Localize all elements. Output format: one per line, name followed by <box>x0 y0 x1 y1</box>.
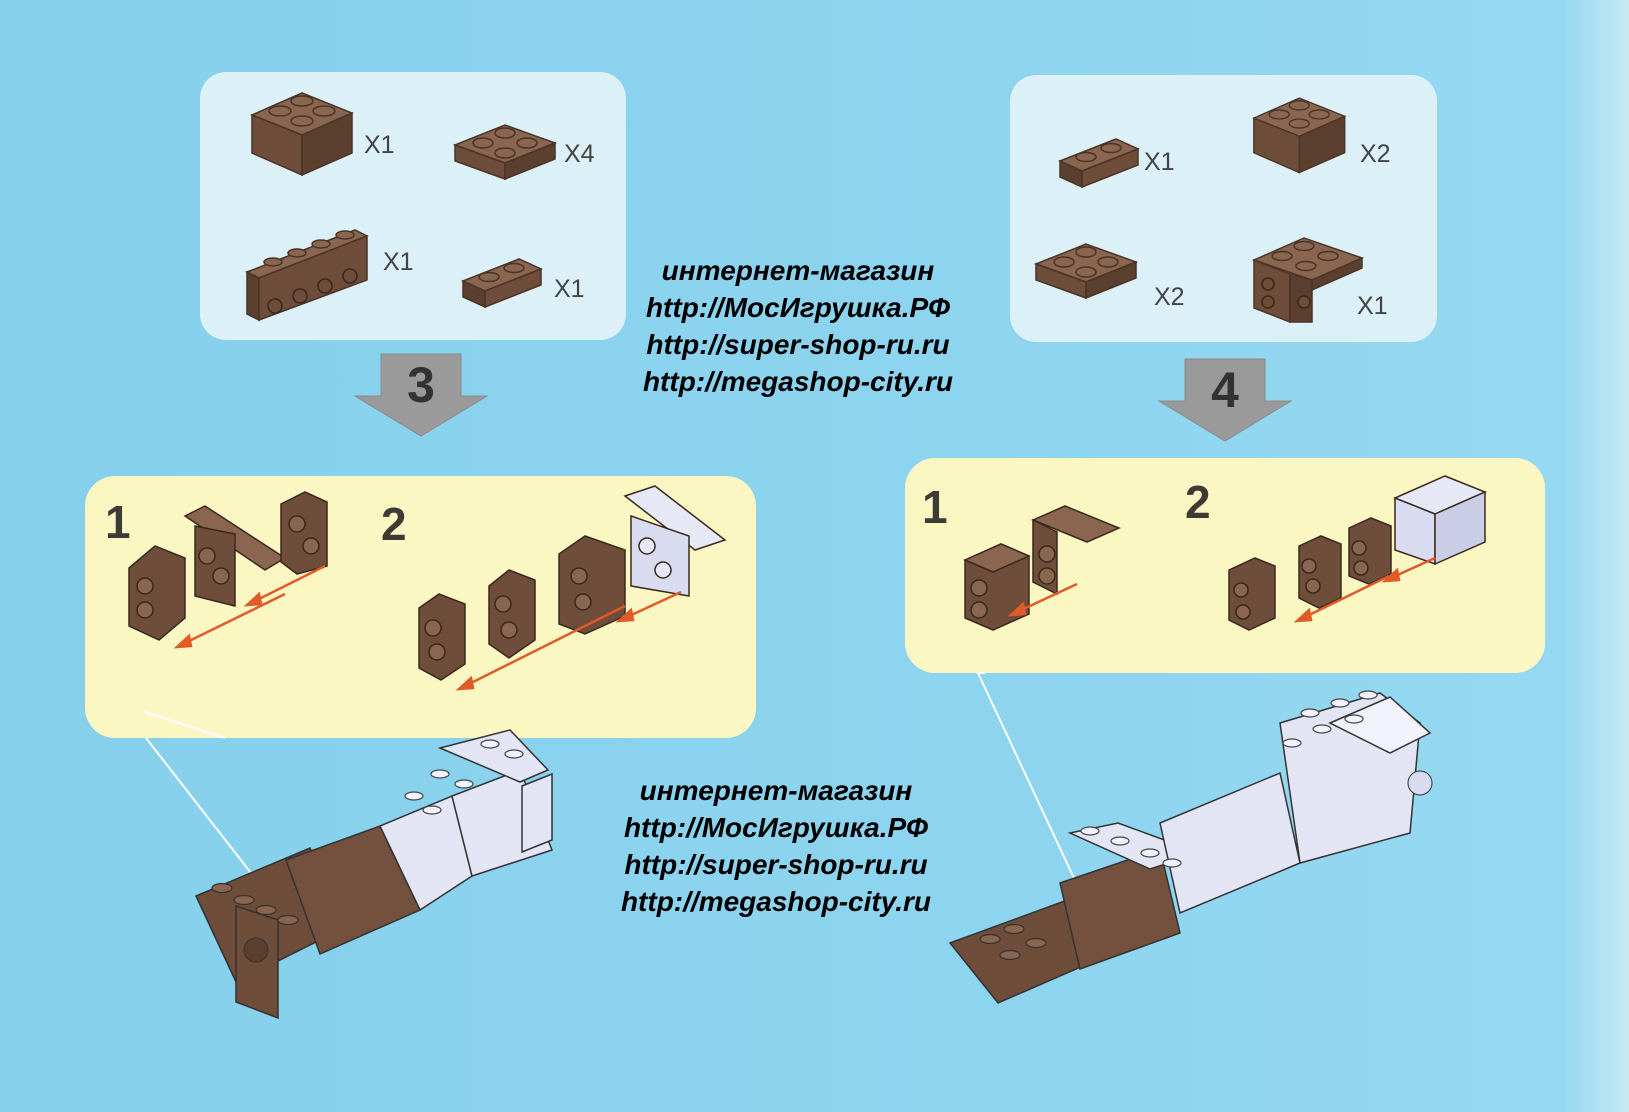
step3-qty-bracket-1x4: X1 <box>383 248 414 276</box>
step3-qty-plate-1x2: X1 <box>554 275 585 303</box>
step3-qty-brick-2x2: X1 <box>364 131 395 159</box>
step4-substep-1: 1 <box>922 481 948 533</box>
watermark-bottom: интернет-магазин http://МосИгрушка.РФ ht… <box>586 772 966 920</box>
watermark-top-line1: интернет-магазин <box>661 255 935 286</box>
step4-qty-plate-2x2: X2 <box>1154 283 1185 311</box>
step4-brick-2x2-icon <box>1252 97 1347 174</box>
step3-model-drawing <box>145 729 553 1020</box>
step4-substep-2: 2 <box>1185 476 1211 528</box>
step3-plate-2x2-icon <box>452 124 558 181</box>
step3-down-arrow: 3 <box>351 352 491 438</box>
step3-bracket-1x4-icon <box>245 229 369 322</box>
step4-assembly-drawing <box>963 475 1487 674</box>
step4-qty-brick-2x2: X2 <box>1360 140 1391 168</box>
watermark-bottom-line4: http://megashop-city.ru <box>620 886 932 917</box>
watermark-top-line2: http://МосИгрушка.РФ <box>645 292 951 323</box>
step3-substep-2: 2 <box>381 498 407 550</box>
step4-number: 4 <box>1211 362 1239 418</box>
step3-brick-2x2-icon <box>250 92 354 177</box>
step4-qty-bracket-2x2: X1 <box>1357 292 1388 320</box>
step4-qty-plate-1x2: X1 <box>1144 148 1175 176</box>
step4-parts-panel <box>1010 75 1437 342</box>
step3-number: 3 <box>407 357 435 413</box>
step4-down-arrow: 4 <box>1155 357 1295 443</box>
step4-plate-1x2-icon <box>1058 138 1140 189</box>
step3-substep-1: 1 <box>105 496 131 548</box>
step4-plate-2x2-icon <box>1033 243 1139 300</box>
watermark-bottom-line2: http://МосИгрушка.РФ <box>623 812 929 843</box>
watermark-top-line3: http://super-shop-ru.ru <box>646 329 950 360</box>
step4-model-drawing <box>948 672 1433 1004</box>
step4-bracket-2x2-icon <box>1251 237 1365 324</box>
step3-assembly-drawing <box>128 485 727 739</box>
step3-plate-1x2-icon <box>461 258 543 309</box>
watermark-bottom-line3: http://super-shop-ru.ru <box>624 849 928 880</box>
watermark-bottom-line1: интернет-магазин <box>639 775 913 806</box>
watermark-top-line4: http://megashop-city.ru <box>642 366 954 397</box>
watermark-top: интернет-магазин http://МосИгрушка.РФ ht… <box>608 252 988 400</box>
step3-qty-plate-2x2: X4 <box>564 140 595 168</box>
